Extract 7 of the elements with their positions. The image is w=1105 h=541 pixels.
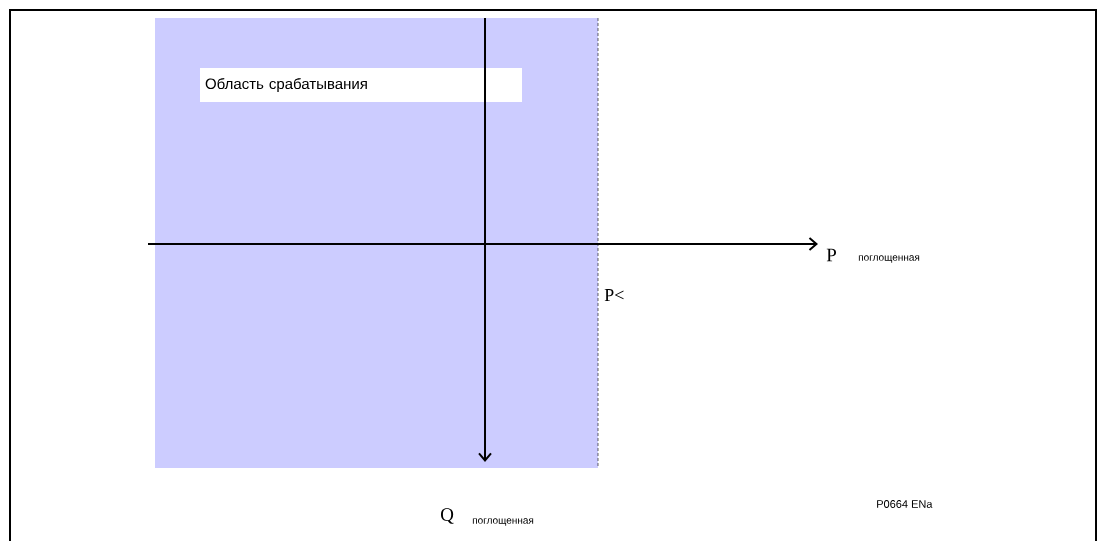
axis-label: Q [441,508,454,524]
axis-label: P [826,248,836,262]
axis-label: поглощенная [858,255,920,263]
figure-code: P0664 ENa [877,500,933,508]
label-box: Область срабатывания [200,68,522,102]
boundary-label: P< [604,289,624,301]
axis-label: поглощенная [472,518,534,526]
